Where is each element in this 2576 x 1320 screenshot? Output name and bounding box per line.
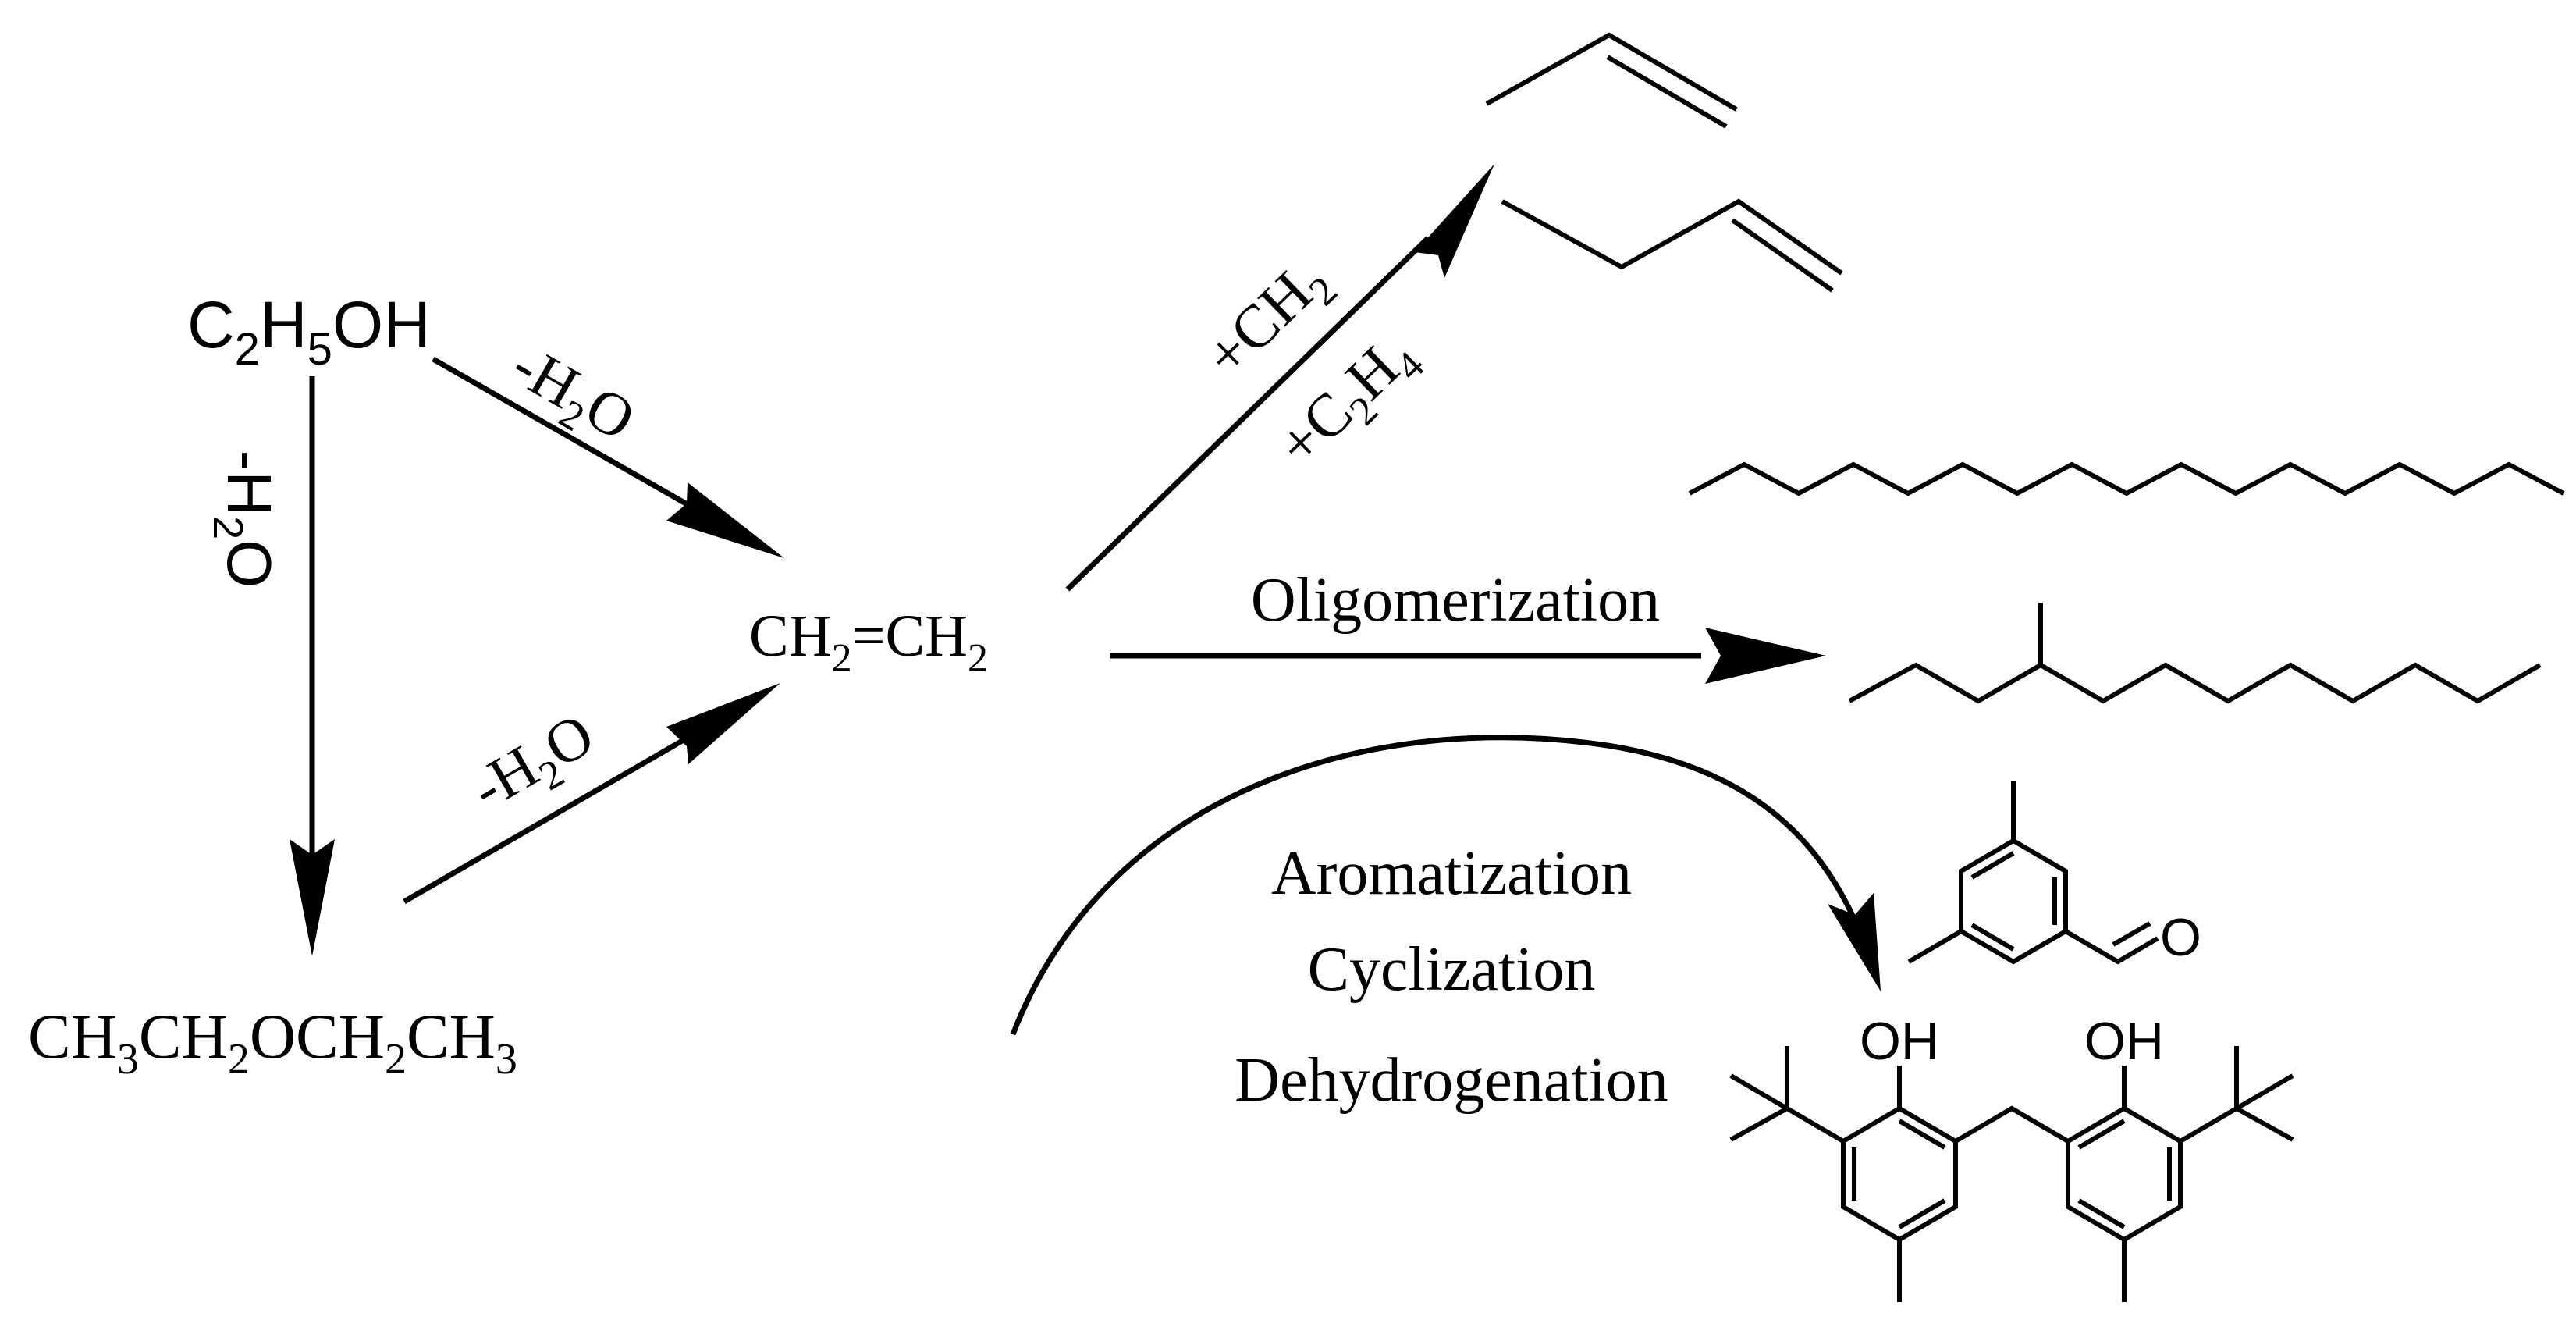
process-dehydrogenation: Dehydrogenation xyxy=(1235,1046,1668,1115)
branched-alkane-structure xyxy=(1848,603,2542,704)
dimethylbenzaldehyde-structure: O xyxy=(1907,781,2201,967)
propene-structure xyxy=(1485,32,1738,129)
ethylene-label: CH2=CH2 xyxy=(749,603,988,681)
aldehyde-oxygen-label: O xyxy=(2160,908,2201,967)
process-aromatization: Aromatization xyxy=(1271,839,1632,908)
arrow-ether-to-ethylene xyxy=(403,683,780,905)
left-hydroxyl-label: OH xyxy=(1860,1012,1939,1071)
condition-add-ch2: +CH2 xyxy=(1192,244,1346,397)
right-hydroxyl-label: OH xyxy=(2084,1012,2164,1071)
condition-lower-minus-water: -H2O xyxy=(460,699,610,831)
process-cyclization: Cyclization xyxy=(1308,935,1596,1004)
condition-vertical-minus-water: -H2O xyxy=(204,450,284,589)
ethanol-label: C2H5OH xyxy=(187,288,431,375)
process-oligomerization: Oligomerization xyxy=(1251,566,1660,635)
bisphenol-structure: OH OH xyxy=(1729,1012,2294,1302)
arrow-ethanol-to-ethylene xyxy=(432,356,784,558)
arrow-ethanol-to-ether xyxy=(290,376,335,956)
butene-structure xyxy=(1501,198,1843,293)
arrow-oligomerization xyxy=(1110,628,1826,684)
arrow-aromatization xyxy=(1010,735,1881,1036)
linear-alkane-structure xyxy=(1688,461,2565,496)
condition-add-c2h4: +C2H4 xyxy=(1264,319,1433,486)
condition-upper-minus-water: -H2O xyxy=(496,330,647,462)
diethyl-ether-label: CH3CH2OCH2CH3 xyxy=(28,1001,517,1083)
arrow-ethylene-to-olefins xyxy=(1065,164,1494,592)
